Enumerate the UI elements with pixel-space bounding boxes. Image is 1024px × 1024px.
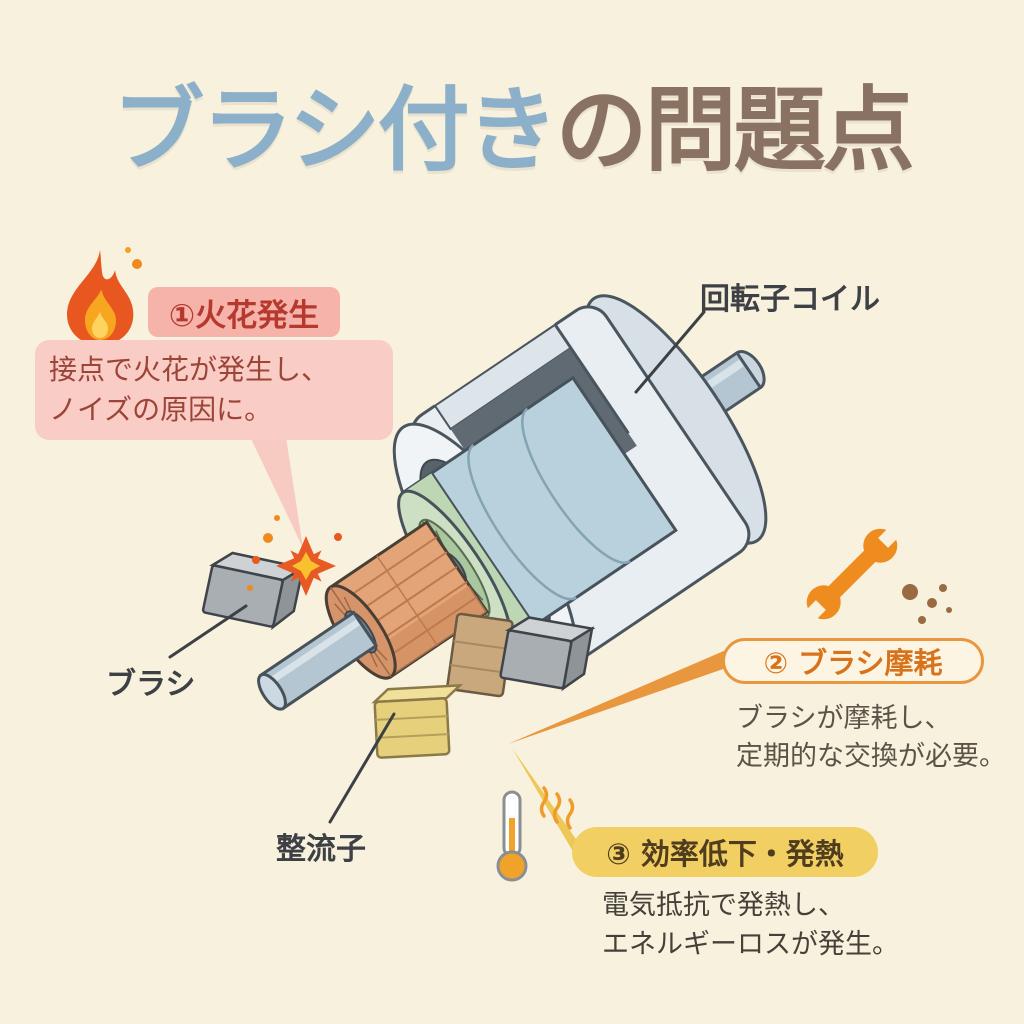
label-rotor-coil: 回転子コイル: [700, 282, 880, 317]
front-shaft: [257, 610, 379, 711]
spark-burst: [247, 515, 342, 596]
motor-body: [257, 294, 768, 711]
leader-line-commutator: [328, 712, 396, 824]
leader-line-rotor-coil: [634, 310, 706, 394]
heat-callout-line1: 電気抵抗で発熱し、: [602, 890, 845, 921]
wear-callout-line2: 定期的な交換が必要。: [736, 741, 1006, 772]
wear-callout-title: ② ブラシ摩耗: [722, 638, 984, 684]
heat-callout-title: ③ 効率低下・発熱: [572, 827, 878, 877]
wear-callout-line1: ブラシが摩耗し、: [736, 703, 952, 734]
yellow-block: [371, 684, 464, 759]
title-part2: の問題点: [555, 77, 915, 184]
spark-callout-tail: [244, 424, 303, 548]
leader-line-brush: [168, 604, 248, 659]
label-commutator: 整流子: [276, 832, 366, 867]
wrench-icon: [802, 524, 902, 624]
wear-callout-tail: [508, 650, 726, 744]
heat-callout-tail: [512, 748, 578, 860]
heat-callout-line2: エネルギーロスが発生。: [602, 929, 899, 960]
label-brush: ブラシ: [106, 667, 196, 702]
heat-callout-body: 電気抵抗で発熱し、 エネルギーロスが発生。: [602, 886, 899, 964]
page-title: ブラシ付きの問題点: [0, 56, 1024, 189]
spark-callout-line1: 接点で火花が発生し、: [49, 353, 330, 386]
spark-callout-body: 接点で火花が発生し、 ノイズの原因に。: [35, 340, 393, 440]
flame-icon: [66, 247, 142, 345]
spark-callout-line2: ノイズの原因に。: [49, 393, 273, 426]
wear-callout-body: ブラシが摩耗し、 定期的な交換が必要。: [736, 700, 1006, 776]
brush-right: [499, 616, 596, 692]
spark-callout-title: ①火花発生: [148, 287, 340, 337]
thermometer-icon: [496, 790, 528, 882]
heat-squiggles: [539, 786, 575, 830]
wrench-debris: [902, 584, 952, 624]
title-part1: ブラシ付き: [112, 77, 558, 184]
